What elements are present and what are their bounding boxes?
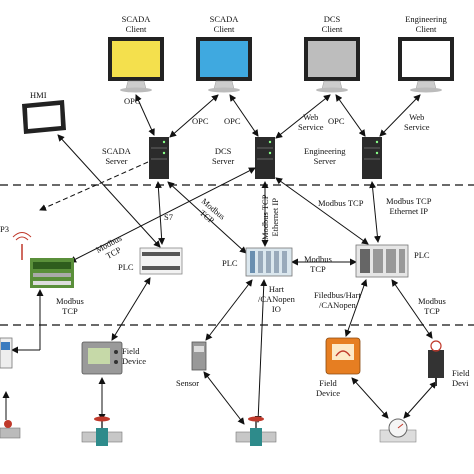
- field-device3-icon: [428, 340, 444, 386]
- plc2-io-icon: [245, 247, 293, 277]
- p3-label: P3: [0, 224, 9, 234]
- scada-client2-monitor-icon: [196, 37, 252, 93]
- link-dcs-client-server: [275, 94, 331, 139]
- engineering-client-monitor-icon: [398, 37, 454, 93]
- field-device2-label: Field Device: [316, 378, 341, 398]
- link-eng-plc3: [369, 181, 381, 243]
- left-device-icon: [0, 337, 13, 369]
- scada-client-label: SCADA Client: [121, 14, 151, 34]
- field-device1-icon: [81, 341, 123, 375]
- hart-canopen-io-label: Hart /CANopen IO: [258, 284, 295, 314]
- valve-icon-1: [81, 416, 123, 446]
- hmi-icon: [22, 100, 66, 134]
- link-eng-client-server: [379, 94, 421, 137]
- field-device1-label: Field Device: [122, 346, 147, 366]
- web-service-label-2: Web Service: [404, 112, 430, 132]
- left-valve-icon: [0, 420, 21, 439]
- antenna-icon: [12, 232, 32, 260]
- modbus-tcp-left-label: Modbus TCP: [56, 296, 84, 316]
- valve-icon-2: [235, 416, 277, 446]
- scada-client-monitor-icon: [108, 37, 164, 93]
- opc-label-2: OPC: [192, 116, 209, 126]
- dcs-server-label: DCS Server: [212, 146, 235, 166]
- engineering-server-icon: [362, 137, 382, 179]
- plc3-icon: [355, 244, 409, 278]
- engineering-server-label: Engineering Server: [304, 146, 346, 166]
- field-device3-label: Field Devi: [452, 368, 470, 388]
- link-field2-meter: [351, 377, 389, 419]
- modbus-tcp-mid-label: Modbus TCP: [304, 254, 332, 274]
- link-dcs-client-eng: [335, 94, 366, 137]
- link-scada-s7: [154, 181, 166, 245]
- modbus-tcp-right-label: Modbus TCP: [418, 296, 446, 316]
- s7-label: S7: [164, 212, 173, 222]
- opc-label-3: OPC: [224, 116, 241, 126]
- scada-client-screen: [112, 41, 160, 77]
- modbus-tcp-ethernet-ip-vertical-label: Modbus TCP Ethernet IP: [260, 194, 280, 240]
- flow-meter-icon: [379, 418, 417, 443]
- scada-server-icon: [149, 137, 169, 179]
- link-plc3-field3: [391, 279, 433, 339]
- field-device2-icon: [325, 337, 361, 375]
- plc-label-1: PLC: [118, 262, 134, 272]
- link-plc3-field2: [344, 279, 368, 337]
- plc-label-2: PLC: [222, 258, 238, 268]
- engineering-client-label: Engineering Client: [405, 14, 447, 34]
- link-field3-meter: [403, 381, 437, 419]
- opc-label-4: OPC: [328, 116, 345, 126]
- dcs-client-monitor-icon: [304, 37, 360, 93]
- link-scada-client-server: [135, 94, 155, 136]
- dcs-client-label: DCS Client: [321, 14, 343, 34]
- plc1-icon: [139, 247, 183, 275]
- link-plc1-field: [111, 277, 151, 341]
- dcs-server-icon: [255, 137, 275, 179]
- link-io-sensor: [205, 279, 253, 341]
- engineering-client-screen: [402, 41, 450, 77]
- opc-label-1: OPC: [124, 96, 141, 106]
- sensor-icon: [191, 341, 207, 371]
- dcs-client-screen: [308, 41, 356, 77]
- link-scada-client2-dcs: [229, 94, 259, 137]
- scada-server-label: SCADA Server: [102, 146, 131, 166]
- plc-left-icon: [30, 258, 74, 288]
- hmi-label: HMI: [30, 90, 47, 100]
- link-scada-dashed: [39, 161, 149, 211]
- web-service-label-1: Web Service: [298, 112, 324, 132]
- link-dcs-plc3: [275, 177, 369, 245]
- plc-label-3: PLC: [414, 250, 430, 260]
- modbus-tcp-ethernet-ip-right-label: Modbus TCP Ethernet IP: [386, 196, 432, 216]
- link-scada-client2-server: [169, 94, 219, 138]
- scada-client2-label: SCADA Client: [209, 14, 239, 34]
- link-io-valve: [254, 279, 268, 423]
- modbus-tcp-top-label: Modbus TCP: [318, 198, 364, 208]
- link-sensor-valve: [203, 371, 245, 425]
- scada-client2-screen: [200, 41, 248, 77]
- link-dcs-left-plc: [69, 167, 256, 263]
- filedbus-hart-canopen-label: Filedbus/Hart /CANopen: [314, 290, 361, 310]
- sensor-label: Sensor: [176, 378, 200, 388]
